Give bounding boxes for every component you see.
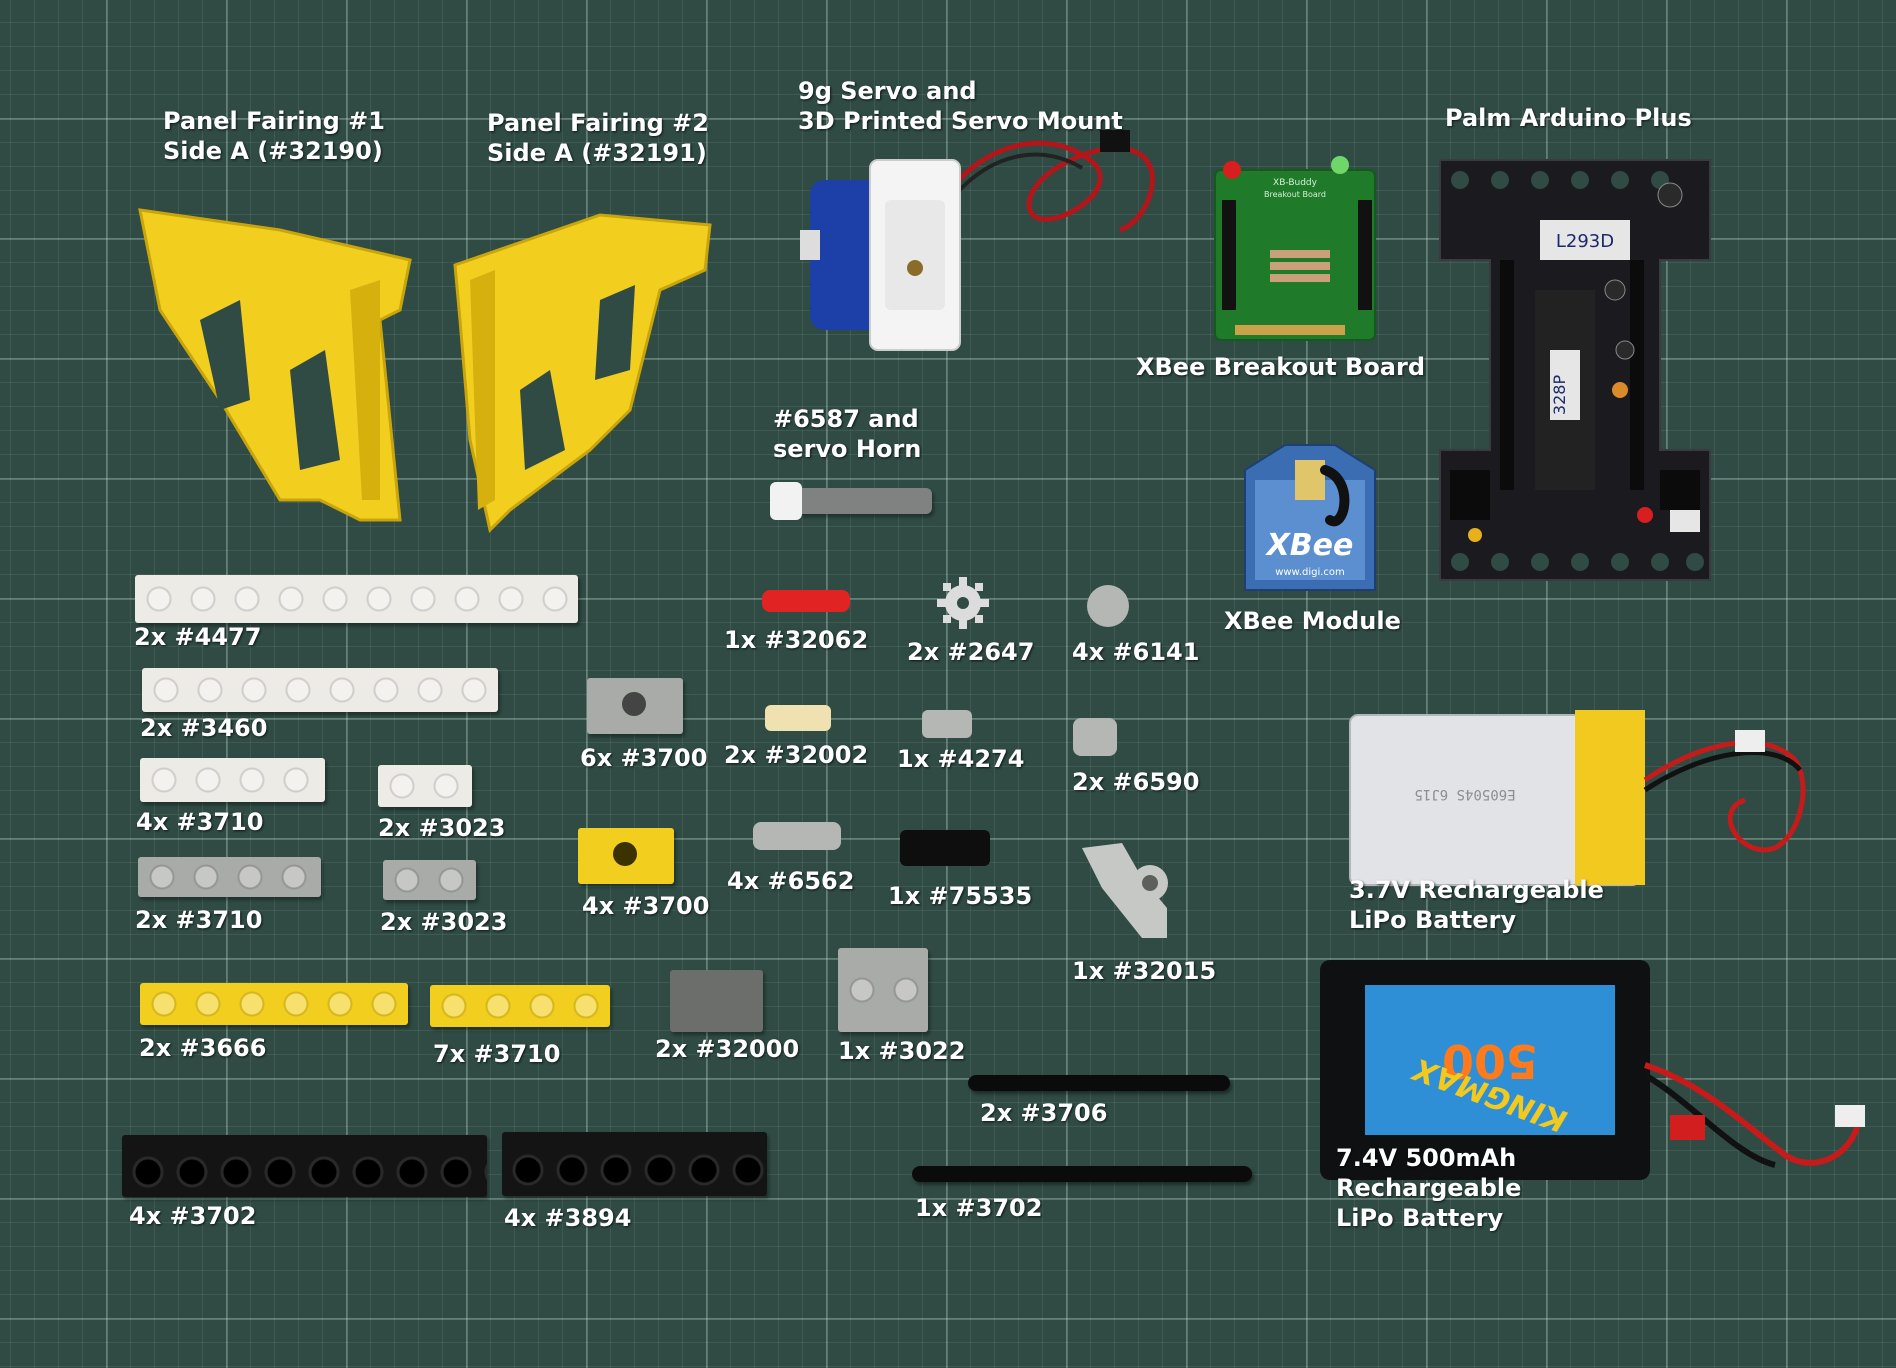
battery-capacity-text: 500 [1442, 1034, 1538, 1088]
label-xbee-breakout: XBee Breakout Board [1136, 353, 1426, 381]
label-3710-white: 4x #3710 [136, 808, 264, 836]
svg-text:XB-Buddy: XB-Buddy [1273, 178, 1318, 188]
label-6562: 4x #6562 [727, 867, 855, 895]
part-32062 [762, 590, 850, 612]
xbee-url: www.digi.com [1275, 567, 1345, 578]
label-3702-black: 4x #3702 [129, 1202, 257, 1230]
brick-3702-black [122, 1135, 487, 1197]
plate-3460 [142, 668, 498, 712]
plate-3022 [838, 948, 928, 1032]
label-2647: 2x #2647 [907, 638, 1035, 666]
label-6141: 4x #6141 [1072, 638, 1200, 666]
label-32000: 2x #32000 [655, 1035, 800, 1063]
label-32015: 1x #32015 [1072, 957, 1217, 985]
label-3710-grey: 2x #3710 [135, 906, 263, 934]
lipo-battery-3-7v: E60504S 6J15 [1349, 710, 1806, 886]
brick-3700-yellow-hole [613, 842, 637, 866]
palm-arduino-plus: L293D 328P [1439, 159, 1711, 581]
part-32002 [765, 705, 831, 731]
part-32015 [1082, 843, 1168, 938]
label-panel-fairing-2: Panel Fairing #2 Side A (#32191) [487, 109, 709, 167]
brick-3700-grey-hole [622, 692, 646, 716]
axle-3706 [968, 1075, 1230, 1091]
label-3023-white: 2x #3023 [378, 814, 506, 842]
lipo-battery-7-4v: 500 KINGMAX [1320, 960, 1865, 1180]
plate-3023-grey [383, 860, 476, 900]
plate-3710-yellow [430, 985, 610, 1027]
servo-horn [770, 482, 802, 520]
label-panel-fairing-1: Panel Fairing #1 Side A (#32190) [163, 107, 385, 165]
label-75535: 1x #75535 [888, 882, 1033, 910]
label-3700-grey: 6x #3700 [580, 744, 708, 772]
panel-fairing-1 [138, 208, 412, 522]
xbee-breakout-board: XB-Buddy Breakout Board [1214, 156, 1376, 341]
chip-l293d-label: L293D [1556, 231, 1614, 252]
label-4274: 1x #4274 [897, 745, 1025, 773]
label-32002: 2x #32002 [724, 741, 869, 769]
svg-text:Breakout Board: Breakout Board [1264, 190, 1326, 199]
label-3894: 4x #3894 [504, 1204, 632, 1232]
label-3460: 2x #3460 [140, 714, 268, 742]
label-3706: 2x #3706 [980, 1099, 1108, 1127]
plate-3710-grey [138, 857, 321, 897]
label-3702-axle: 1x #3702 [915, 1194, 1043, 1222]
brick-32000 [670, 970, 763, 1032]
label-lipo-3-7v: 3.7V Rechargeable LiPo Battery [1349, 876, 1604, 934]
plate-4477 [135, 575, 578, 623]
label-32062: 1x #32062 [724, 626, 869, 654]
part-2647-gear [937, 577, 989, 629]
label-4477: 2x #4477 [134, 623, 262, 651]
part-75535 [900, 830, 990, 866]
part-4274 [922, 710, 972, 738]
servo-with-mount [800, 130, 1155, 351]
label-axle-horn: #6587 and servo Horn [773, 405, 922, 463]
label-3666: 2x #3666 [139, 1034, 267, 1062]
lipo-print-line: E60504S 6J15 [1414, 786, 1515, 802]
plate-3666 [140, 983, 408, 1025]
part-6141 [1087, 585, 1129, 627]
panel-fairing-2 [453, 213, 712, 533]
label-3022: 1x #3022 [838, 1037, 966, 1065]
part-6590 [1073, 718, 1117, 756]
label-3710-yellow: 7x #3710 [433, 1040, 561, 1068]
label-6590: 2x #6590 [1072, 768, 1200, 796]
brick-3894 [502, 1132, 767, 1196]
xbee-module: XBee www.digi.com [1244, 444, 1376, 591]
plate-3023-white [378, 765, 472, 807]
label-servo: 9g Servo and 3D Printed Servo Mount [798, 77, 1123, 135]
plate-3710-white [140, 758, 325, 802]
label-lipo-7-4v: 7.4V 500mAh Rechargeable LiPo Battery [1336, 1144, 1522, 1232]
chip-328p-label: 328P [1550, 375, 1569, 416]
label-3700-yellow: 4x #3700 [582, 892, 710, 920]
label-palm-arduino: Palm Arduino Plus [1445, 104, 1692, 132]
part-6562 [753, 822, 841, 850]
label-3023-grey: 2x #3023 [380, 908, 508, 936]
label-xbee-module: XBee Module [1224, 607, 1401, 635]
axle-3702 [912, 1166, 1252, 1182]
xbee-logo: XBee [1265, 528, 1354, 563]
